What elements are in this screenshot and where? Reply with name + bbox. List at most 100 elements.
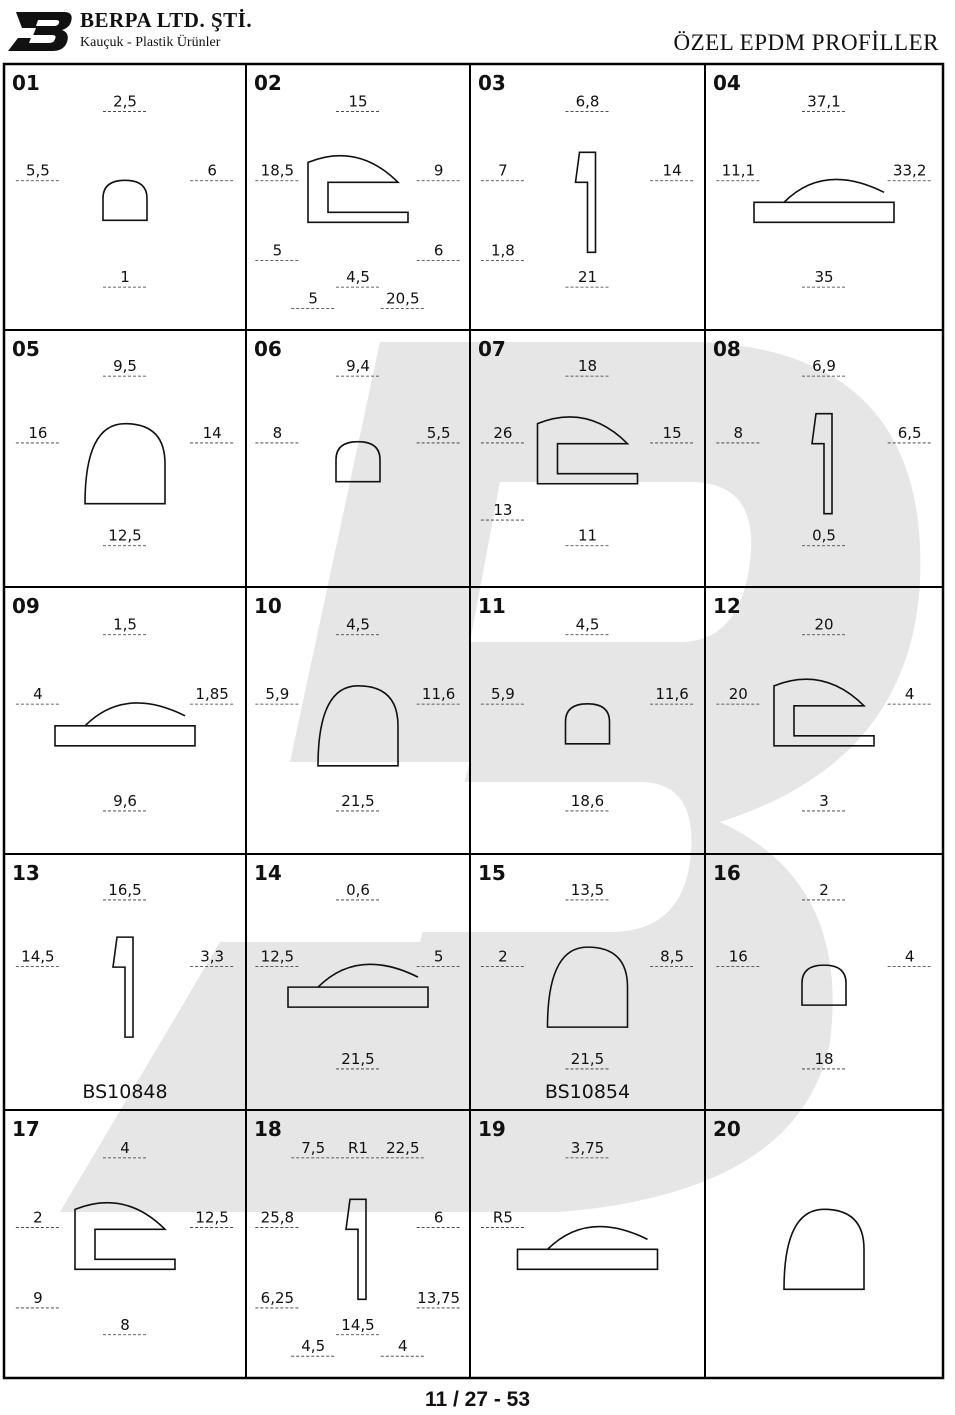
dimension-label: 0,6	[346, 881, 370, 899]
dimension-label: 13,5	[571, 881, 604, 899]
dimension-label: 2,5	[113, 93, 137, 111]
profile-drawing	[317, 685, 399, 767]
profile-outline	[546, 946, 629, 1028]
dimension-label: 2	[498, 948, 508, 966]
dimension-label: 4	[33, 685, 43, 703]
profile-drawing	[753, 178, 895, 224]
dimension-label: 6,8	[576, 93, 600, 111]
profile-drawing	[574, 151, 597, 254]
dimension-label: 18	[578, 357, 597, 375]
dimension-label: 9,4	[346, 357, 370, 375]
profile-drawing	[112, 936, 134, 1038]
profile-number: 18	[254, 1117, 282, 1141]
dimension-label: 15	[348, 93, 367, 111]
dimension-label: 11,6	[655, 685, 688, 703]
dimension-label: 11,1	[722, 162, 755, 180]
dimension-label: 11,6	[422, 685, 455, 703]
dimension-label: R5	[493, 1209, 513, 1227]
dimension-label: 14	[663, 162, 682, 180]
dimension-label: 9	[434, 162, 444, 180]
dimension-label: 9,6	[113, 792, 137, 810]
dimension-label: 4	[398, 1337, 408, 1355]
dimension-label: 6	[434, 242, 444, 260]
dimension-label: 6,25	[261, 1289, 294, 1307]
dimension-label: 33,2	[893, 162, 926, 180]
page-title: ÖZEL EPDM PROFİLLER	[673, 30, 939, 55]
dimension-label: 5	[434, 948, 444, 966]
dimension-label: 8	[120, 1316, 130, 1334]
dimension-label: 12,5	[195, 1209, 228, 1227]
profile-outline	[536, 416, 639, 485]
company-tagline: Kauçuk - Plastik Ürünler	[80, 35, 221, 50]
dimension-label: 8	[734, 424, 744, 442]
profile-number: 12	[713, 594, 741, 618]
dimension-label: 0,5	[812, 527, 836, 545]
profile-number: 05	[12, 337, 40, 361]
profile-outline	[564, 703, 611, 745]
profile-outline	[345, 1198, 367, 1301]
dimension-label: 16	[28, 424, 47, 442]
dimension-label: 3,3	[200, 948, 224, 966]
dimension-label: 21	[578, 268, 597, 286]
dimension-label: 3	[819, 792, 829, 810]
profile-number: 01	[12, 71, 40, 95]
dimension-label: 18,6	[571, 792, 604, 810]
profile-drawing	[801, 964, 847, 1006]
dimension-label: 21,5	[341, 792, 374, 810]
profile-code: BS10854	[545, 1081, 630, 1103]
profile-drawing	[773, 678, 875, 747]
profile-drawing	[84, 422, 166, 505]
dimension-label: 20	[814, 616, 833, 634]
dimension-label: 3,75	[571, 1139, 604, 1157]
dimension-label: 22,5	[386, 1139, 419, 1157]
dimension-label: 6	[207, 162, 217, 180]
profile-outline	[102, 179, 148, 222]
berpa-logo-icon	[8, 12, 72, 51]
profile-number: 07	[478, 337, 506, 361]
dimension-label: 4	[905, 948, 915, 966]
dimension-label: 1,85	[195, 685, 228, 703]
profile-drawing	[546, 946, 629, 1028]
profile-drawing	[54, 702, 196, 747]
dimension-label: 37,1	[807, 93, 840, 111]
dimension-label: 4	[905, 685, 915, 703]
profile-number: 20	[713, 1117, 741, 1141]
profile-outline	[773, 678, 875, 747]
profile-number: 08	[713, 337, 741, 361]
profile-outline	[335, 440, 381, 483]
profile-drawing	[307, 154, 409, 224]
dimension-label: 18	[814, 1050, 833, 1068]
profile-outline	[112, 936, 134, 1038]
dimension-label: 8	[273, 424, 283, 442]
dimension-label: 5,5	[427, 424, 451, 442]
profile-outline	[753, 178, 895, 224]
profile-drawing	[516, 1225, 659, 1271]
dimension-label: R1	[348, 1139, 368, 1157]
dimension-label: 13,75	[417, 1289, 460, 1307]
profile-number: 11	[478, 594, 506, 618]
dimension-label: 16	[729, 948, 748, 966]
dimension-label: 1,8	[491, 242, 515, 260]
profile-number: 15	[478, 861, 506, 885]
profile-outline	[574, 151, 597, 254]
dimension-label: 12,5	[108, 527, 141, 545]
profile-number: 04	[713, 71, 741, 95]
dimension-label: 18,5	[261, 162, 294, 180]
dimension-label: 25,8	[261, 1209, 294, 1227]
profile-number: 10	[254, 594, 282, 618]
profile-number: 14	[254, 861, 282, 885]
dimension-label: 4,5	[576, 616, 600, 634]
profile-number: 17	[12, 1117, 40, 1141]
dimension-label: 2	[819, 881, 829, 899]
